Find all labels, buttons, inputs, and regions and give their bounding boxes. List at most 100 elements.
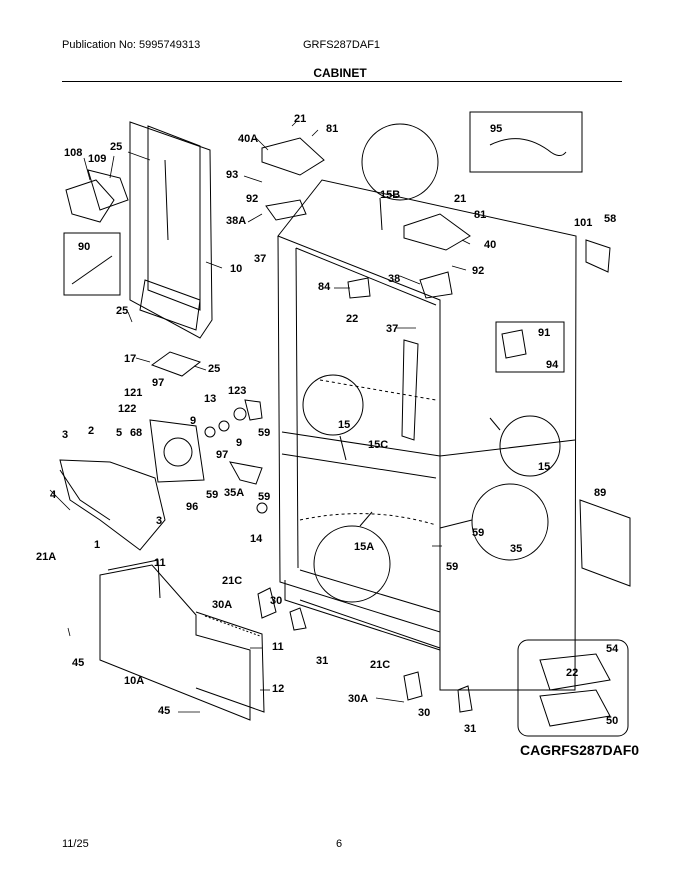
center-rail-15c (401, 339, 419, 441)
part-label: 21 (294, 113, 306, 125)
part-label: 13 (204, 393, 216, 405)
cabinet-body (277, 179, 577, 691)
part-17 (150, 351, 202, 377)
part-label: 59 (472, 527, 484, 539)
footer-date: 11/25 (62, 838, 89, 850)
model-number: GRFS287DAF1 (303, 39, 381, 51)
top-hinges (261, 137, 471, 299)
inset-box-54-50 (517, 639, 629, 737)
part-label: 97 (216, 449, 228, 461)
part-label: 2 (88, 425, 94, 437)
part-101 (585, 239, 611, 273)
part-label: 45 (72, 657, 84, 669)
part-label: 9 (190, 415, 196, 427)
part-label: 108 (64, 147, 82, 159)
part-label: 15B (380, 189, 400, 201)
inset-circle-15 (302, 374, 364, 436)
part-label: 94 (546, 359, 559, 371)
publication-number: Publication No: 5995749313 (62, 39, 201, 51)
part-label: 4 (50, 489, 57, 501)
inset-box-95 (469, 111, 583, 173)
part-label: 109 (88, 153, 106, 165)
part-label: 25 (110, 141, 122, 153)
part-label: 123 (228, 385, 246, 397)
part-label: 40A (238, 133, 258, 145)
part-label: 15 (538, 461, 550, 473)
part-label: 37 (386, 323, 398, 335)
part-label: 3 (156, 515, 162, 527)
part-label: 30A (348, 693, 368, 705)
door-panel-10a (99, 559, 265, 721)
part-label: 122 (118, 403, 136, 415)
bottom-hinge-left (257, 587, 277, 619)
part-label: 92 (472, 265, 484, 277)
part-89 (579, 499, 631, 587)
part-label: 17 (124, 353, 136, 365)
part-label: 11 (272, 641, 284, 653)
part-label: 59 (258, 491, 270, 503)
part-label: 59 (206, 489, 218, 501)
part-label: 37 (254, 253, 266, 265)
part-label: 30 (270, 595, 282, 607)
part-label: 50 (606, 715, 618, 727)
part-label: 54 (606, 643, 619, 655)
bottom-hinge-right (403, 671, 423, 701)
part-label: 30 (418, 707, 430, 719)
part-label: 25 (116, 305, 128, 317)
part-label: 21C (222, 575, 242, 587)
part-label: 31 (464, 723, 476, 735)
part-label: 84 (318, 281, 331, 293)
inset-circle-35 (471, 483, 549, 561)
part-label: 9 (236, 437, 242, 449)
inset-circle-15-right (499, 415, 561, 477)
part-label: 3 (62, 429, 68, 441)
part-label: 15C (368, 439, 388, 451)
header-rule (62, 81, 622, 82)
part-label: 10 (230, 263, 242, 275)
part-label: 89 (594, 487, 606, 499)
part-label: 38A (226, 215, 246, 227)
part-label: 15 (338, 419, 350, 431)
part-label: 90 (78, 241, 90, 253)
part-label: 59 (446, 561, 458, 573)
part-label: 22 (346, 313, 358, 325)
part-label: 15A (354, 541, 374, 553)
diagram-code: CAGRFS287DAF0 (520, 742, 640, 758)
part-label: 25 (208, 363, 220, 375)
inset-box-90 (63, 232, 121, 296)
part-label: 21A (36, 551, 56, 563)
inset-box-91 (495, 321, 565, 373)
part-label: 10A (124, 675, 144, 687)
part-label: 81 (326, 123, 338, 135)
part-label: 95 (490, 123, 502, 135)
part-label: 92 (246, 193, 258, 205)
part-label: 14 (250, 533, 263, 545)
part-label: 35A (224, 487, 244, 499)
part-label: 59 (258, 427, 270, 439)
part-label: 21C (370, 659, 390, 671)
inset-circle-15b (361, 123, 439, 201)
dispenser-assembly (59, 399, 268, 551)
part-label: 12 (272, 683, 284, 695)
part-label: 21 (454, 193, 466, 205)
part-label: 121 (124, 387, 142, 399)
page-number: 6 (336, 838, 343, 850)
part-label: 31 (316, 655, 328, 667)
part-label: 101 (574, 217, 592, 229)
part-label: 11 (154, 557, 166, 569)
door-liner-10 (129, 121, 213, 339)
section-title: CABINET (313, 66, 367, 80)
part-label: 22 (566, 667, 578, 679)
part-label: 97 (152, 377, 164, 389)
part-label: 35 (510, 543, 522, 555)
part-label: 91 (538, 327, 550, 339)
part-label: 1 (94, 539, 100, 551)
part-label: 30A (212, 599, 232, 611)
part-label: 81 (474, 209, 486, 221)
part-label: 93 (226, 169, 238, 181)
part-label: 96 (186, 501, 198, 513)
inset-circle-15a (313, 525, 391, 603)
part-label: 8 (136, 427, 142, 439)
